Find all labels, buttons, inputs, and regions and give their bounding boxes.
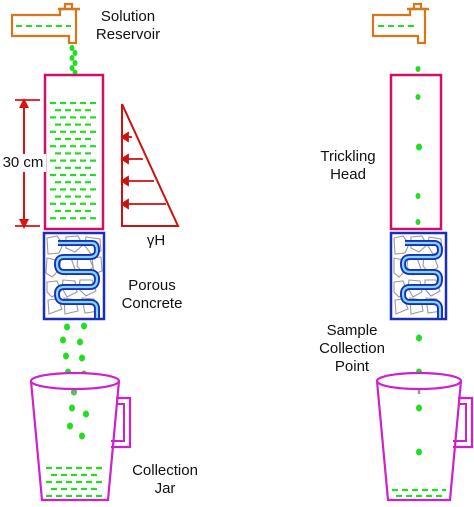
collection-jar-label-line2: Jar (154, 480, 176, 497)
solution-reservoir-label: Solution Reservoir (88, 8, 168, 44)
column-solution-dashes (50, 101, 96, 220)
right-setup (371, 2, 474, 502)
collection-jar-label: Collection Jar (120, 462, 210, 498)
sample-collection-point-label-line3: Point (334, 358, 370, 375)
solution-stream (69, 45, 78, 75)
porous-concrete-block (42, 231, 106, 321)
left-falling-drops (60, 322, 89, 440)
right-collection-jar (375, 371, 474, 502)
height-label: 30 cm (0, 154, 46, 172)
sample-collection-point-label: Sample Collection Point (312, 322, 392, 376)
porous-concrete-label-line1: Porous (128, 277, 176, 294)
right-reservoir-tap (371, 2, 429, 45)
right-porous-concrete-block (389, 231, 448, 321)
collection-jar-label-line1: Collection (132, 462, 198, 479)
pressure-triangle (120, 103, 180, 227)
solution-column (43, 73, 105, 231)
right-falling-drops (416, 334, 422, 456)
trickling-head-label-line2: Head (330, 166, 366, 183)
left-setup (10, 2, 180, 502)
sample-collection-point-label-line2: Collection (319, 340, 385, 357)
collection-jar (29, 371, 132, 502)
trickling-drops (415, 66, 422, 225)
pressure-label: γH (146, 232, 166, 249)
trickling-head-label-line1: Trickling (320, 148, 376, 165)
trickling-head-column (389, 73, 443, 231)
solution-reservoir-tap (10, 2, 80, 45)
jar-solution-dashes (46, 466, 102, 498)
trickling-head-label: Trickling Head (310, 148, 386, 184)
solution-reservoir-label-line1: Solution (100, 8, 156, 25)
porous-concrete-label: Porous Concrete (112, 277, 192, 313)
sample-collection-point-label-line1: Sample (326, 322, 378, 339)
flow-path-inner (55, 241, 99, 318)
solution-reservoir-label-line2: Reservoir (95, 26, 161, 43)
porous-concrete-label-line2: Concrete (121, 295, 183, 312)
